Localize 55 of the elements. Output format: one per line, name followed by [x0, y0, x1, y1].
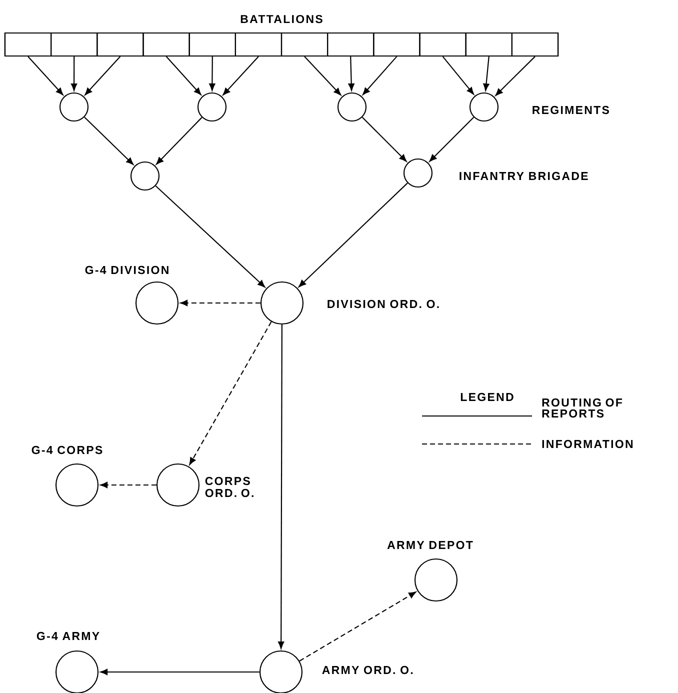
battalion-cell	[96, 32, 144, 57]
battalion-cell	[142, 32, 190, 57]
arrow	[429, 116, 474, 162]
battalion-cell	[234, 32, 282, 57]
arrow	[70, 56, 78, 91]
legend-text: ROUTING OF REPORTS	[542, 398, 622, 418]
battalion-cell	[511, 32, 559, 57]
legend-title: LEGEND	[460, 392, 514, 402]
node-label: ARMY ORD. O.	[322, 666, 413, 674]
node-label: G-4 CORPS	[32, 446, 102, 454]
arrow	[299, 592, 416, 662]
arrow	[362, 56, 398, 96]
arrow	[100, 482, 156, 488]
arrow	[304, 56, 342, 96]
node-label: BATTALIONS	[240, 14, 322, 24]
arrow	[209, 56, 216, 91]
battalion-cell	[4, 32, 52, 57]
arrow	[348, 56, 354, 91]
battalion-cell	[419, 32, 466, 57]
arrow	[180, 300, 260, 306]
arrow	[362, 116, 407, 162]
battalion-cell	[373, 32, 420, 57]
arrow	[28, 56, 64, 96]
arrow	[189, 321, 272, 465]
battalion-cell	[465, 32, 512, 57]
node-label: G-4 ARMY	[36, 632, 100, 640]
circle-node	[130, 161, 160, 191]
node-label: ARMY DEPOT	[387, 540, 473, 550]
arrow	[155, 186, 266, 288]
level-label: INFANTRY BRIGADE	[460, 172, 588, 180]
arrow	[442, 56, 474, 95]
battalion-cell	[280, 32, 328, 57]
battalion-cell	[188, 32, 236, 57]
node-label: CORPS ORD. O.	[205, 476, 254, 498]
arrow	[84, 116, 134, 165]
arrow	[100, 668, 260, 676]
arrow	[222, 56, 259, 96]
circle-node	[403, 158, 433, 188]
level-label: REGIMENTS	[532, 106, 609, 114]
arrow	[156, 117, 202, 165]
arrow	[278, 324, 284, 649]
circle-node	[469, 92, 499, 122]
arrow	[298, 182, 408, 288]
arrow	[84, 56, 121, 96]
battalion-cell	[327, 32, 374, 57]
battalion-cell	[50, 32, 98, 57]
circle-node	[59, 92, 89, 122]
arrow	[166, 56, 202, 96]
circle-node	[337, 92, 367, 122]
node-label: DIVISION ORD. O.	[328, 300, 439, 308]
arrow	[483, 56, 490, 91]
node-label: G-4 DIVISION	[85, 266, 168, 274]
legend-text: INFORMATION	[542, 440, 633, 448]
arrow	[495, 56, 536, 96]
circle-node	[197, 92, 227, 122]
